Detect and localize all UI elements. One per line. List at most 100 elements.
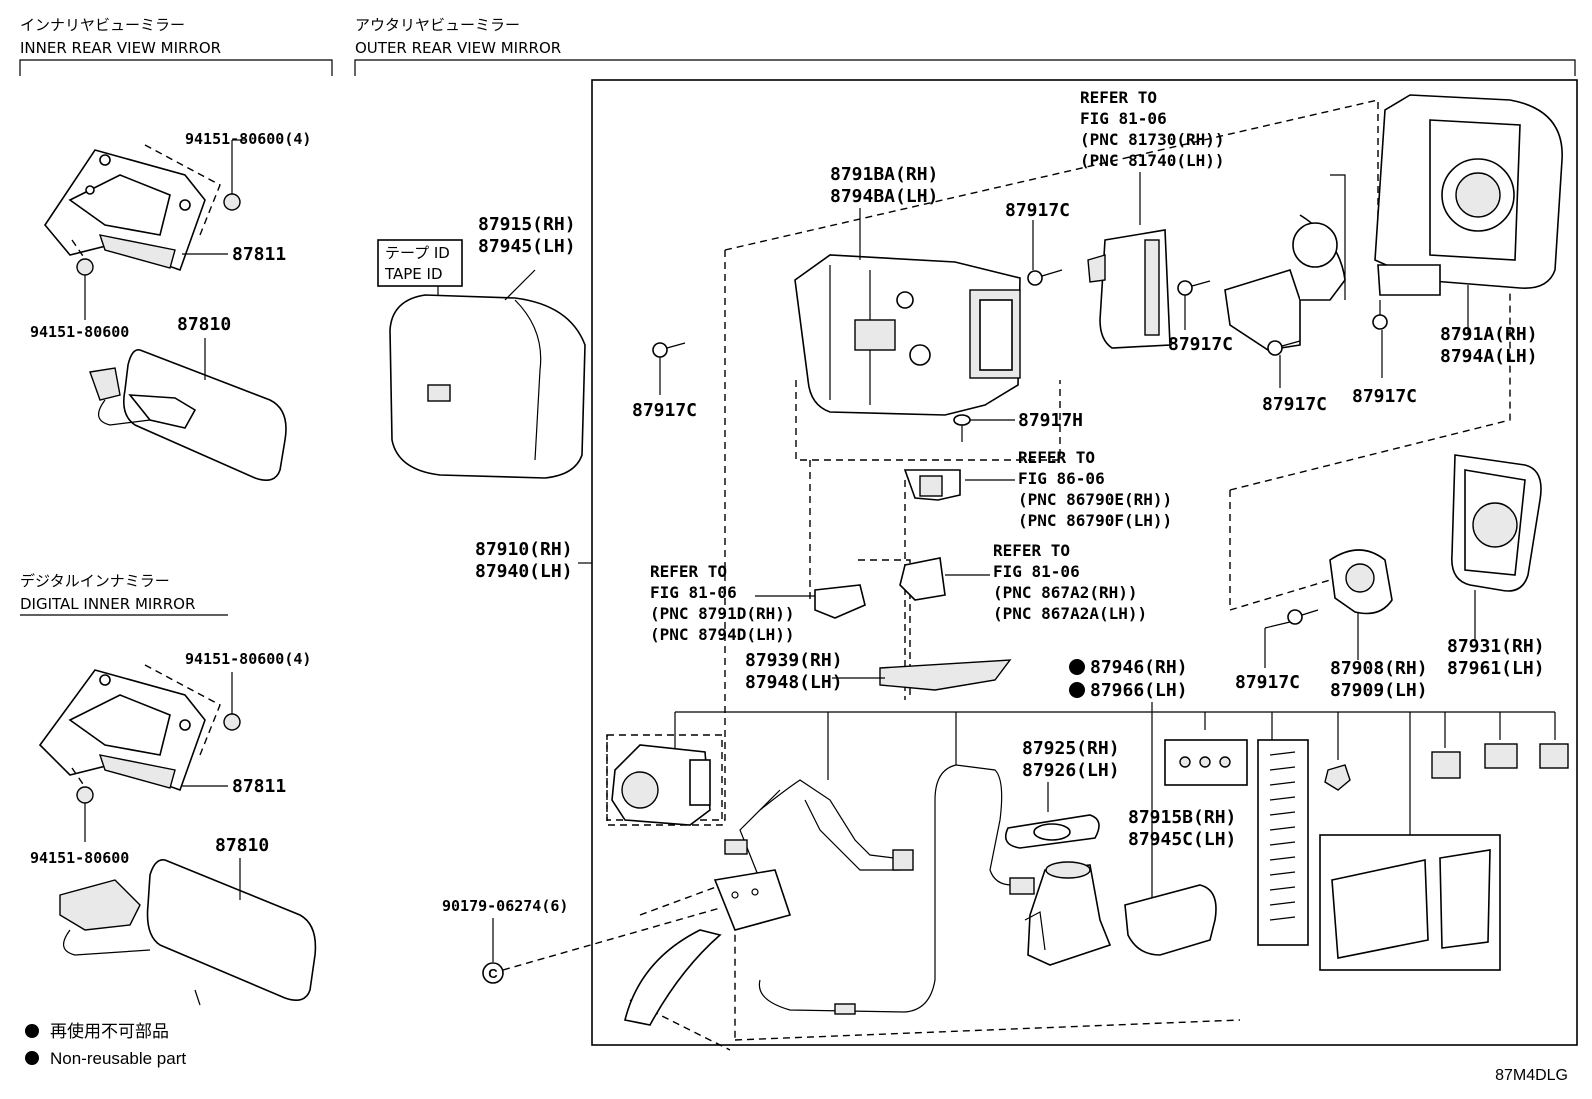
long-cable [758, 764, 1035, 1015]
fig81-left-part [814, 584, 866, 619]
screw-h-label: 87917H [1018, 410, 1083, 431]
refer-fig81r-3: (PNC 867A2(RH)) [993, 583, 1138, 602]
connector-c [1539, 743, 1569, 769]
fig81-right-part [899, 557, 946, 601]
inner-section-bracket [19, 59, 333, 76]
screw-c-low [1267, 340, 1301, 356]
mirror-trim [879, 659, 1012, 691]
screw-c-mark: C [488, 966, 498, 981]
digital-nut-qty-label: 94151-80600(4) [185, 650, 311, 668]
screw-qty-label: 90179-06274(6) [442, 897, 568, 915]
screw-c-low-label: 87917C [1262, 394, 1327, 415]
digital-title-en: DIGITAL INNER MIRROR [20, 595, 195, 613]
screw-c-top [1027, 269, 1063, 286]
mirror-actuator [1329, 549, 1393, 615]
clip-set-b [1257, 739, 1309, 946]
outer-section-bracket [354, 59, 1576, 76]
outer-title-jp: アウタリヤビューミラー [355, 16, 520, 34]
mirror-housing [794, 254, 1021, 416]
legend-bullet-en [25, 1051, 39, 1065]
inner-mirror-label: 87810 [177, 314, 231, 335]
assy-lh-label: 87940(LH) [475, 561, 573, 582]
refer-fig81l-4: (PNC 8794D(LH)) [650, 625, 795, 644]
screw-c-actuator-label: 87917C [1235, 672, 1300, 693]
refer-fig81l-1: REFER TO [650, 562, 727, 581]
screw-c-right [1372, 300, 1388, 330]
digital-mirror [59, 858, 317, 1006]
refer-fig86-1: REFER TO [1018, 448, 1095, 467]
digital-mirror-label: 87810 [215, 835, 269, 856]
screw-c-symbol [482, 962, 504, 984]
refer-top-2: FIG 81-06 [1080, 109, 1167, 128]
glass-rh-label: 87931(RH) [1447, 636, 1545, 657]
screw-c-mid-label: 87917C [1168, 334, 1233, 355]
refer-fig81r-1: REFER TO [993, 541, 1070, 560]
diagram-code: 87M4DLG [1495, 1067, 1568, 1084]
inner-nut-top [223, 193, 241, 211]
glass-lh-label: 87961(LH) [1447, 658, 1545, 679]
tape-id-en: TAPE ID [384, 265, 443, 283]
inner-bracket-label: 87811 [232, 244, 286, 265]
refer-fig81l-2: FIG 81-06 [650, 583, 737, 602]
mirror-base [1024, 861, 1112, 966]
screw-c-left [652, 342, 686, 358]
screw-c-mid [1177, 280, 1211, 296]
screw-c-left-label: 87917C [632, 400, 697, 421]
digital-bracket [38, 664, 221, 792]
refer-fig81r-2: FIG 81-06 [993, 562, 1080, 581]
switch-unit [606, 734, 723, 826]
legend-jp: 再使用不可部品 [50, 1021, 169, 1041]
digital-mirror-group: 94151-80600(4) 87811 94151-80600 87810 [30, 650, 317, 1006]
clip-single [1324, 764, 1351, 791]
refer-fig86-3: (PNC 86790E(RH)) [1018, 490, 1172, 509]
gasket-rh-label: 87925(RH) [1022, 738, 1120, 759]
digital-nut-bottom [76, 786, 94, 804]
tape-id-jp: テープ ID [385, 244, 450, 262]
inner-nut-qty-label: 94151-80600(4) [185, 130, 311, 148]
guide-top [724, 99, 1379, 251]
digital-nut-label: 94151-80600 [30, 849, 129, 867]
refer-top-3: (PNC 81730(RH)) [1080, 130, 1225, 149]
assy-rh-label: 87910(RH) [475, 539, 573, 560]
assembly-frame [591, 79, 1578, 1046]
label-sheet [1319, 834, 1501, 971]
inner-bracket [44, 144, 221, 272]
housing-lh-label: 8794BA(LH) [830, 186, 938, 207]
cover-lh-label: 87945(LH) [478, 236, 576, 257]
kit-lh-label: 87966(LH) [1090, 680, 1188, 701]
mirror-outer-shell [1374, 94, 1563, 296]
inner-nut-label: 94151-80600 [30, 323, 129, 341]
clip-set-a [1164, 739, 1248, 786]
actuator-lh-label: 87909(LH) [1330, 680, 1428, 701]
wire-harness [624, 779, 914, 1026]
inner-mirror [89, 349, 287, 481]
screw-c-top-label: 87917C [1005, 200, 1070, 221]
refer-fig86-4: (PNC 86790F(LH)) [1018, 511, 1172, 530]
refer-fig86-2: FIG 86-06 [1018, 469, 1105, 488]
inner-title-en: INNER REAR VIEW MIRROR [20, 39, 221, 57]
digital-title-jp: デジタルインナミラー [20, 572, 170, 590]
kit-rh-label: 87946(RH) [1090, 657, 1188, 678]
shell-rh-label: 8791A(RH) [1440, 324, 1538, 345]
mirror-glass [1451, 454, 1542, 592]
tape-id-box: テープ ID TAPE ID [377, 239, 463, 385]
trim-lh-label: 87948(LH) [745, 672, 843, 693]
refer-top-1: REFER TO [1080, 88, 1157, 107]
turn-signal-lamp [1087, 229, 1171, 349]
inner-mirror-group: 94151-80600(4) 87811 94151-80600 87810 [30, 130, 311, 481]
gasket [1004, 814, 1100, 849]
cap-lh-label: 87945C(LH) [1128, 829, 1236, 850]
screw-c-actuator [1287, 609, 1319, 625]
fig86-part [903, 469, 961, 501]
gasket-lh-label: 87926(LH) [1022, 760, 1120, 781]
inner-title-jp: インナリヤビューミラー [20, 16, 185, 34]
connector-b [1484, 743, 1518, 769]
mirror-bracket [1224, 174, 1346, 351]
digital-nut-top [223, 713, 241, 731]
kit-rh-bullet [1069, 659, 1085, 675]
housing-rh-label: 8791BA(RH) [830, 164, 938, 185]
screw-h [953, 414, 971, 442]
legend-en: Non-reusable part [50, 1049, 186, 1068]
